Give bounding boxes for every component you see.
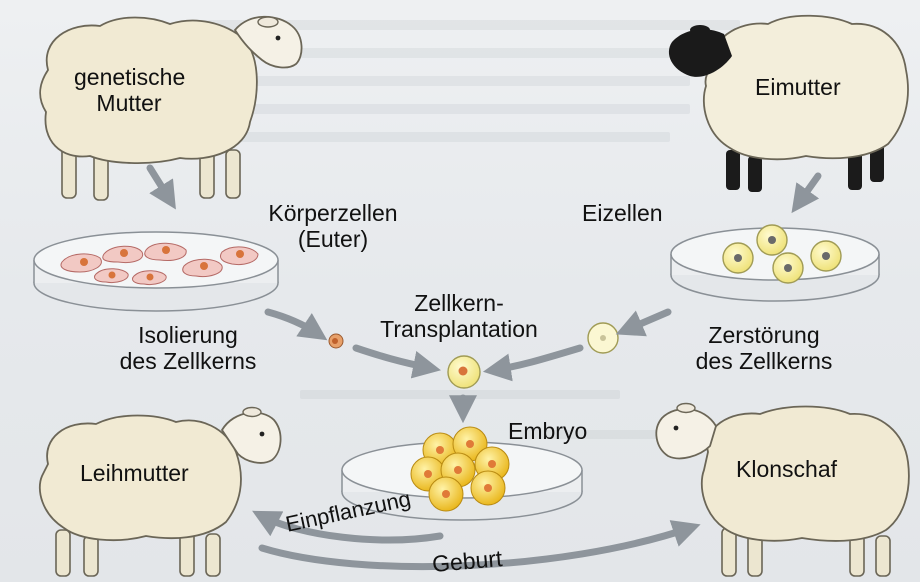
label-nuclear-transfer: Zellkern-Transplantation bbox=[354, 290, 564, 342]
arrow-mother-to-cells bbox=[150, 168, 170, 200]
arrow-eggs-to-enucleated bbox=[626, 312, 668, 330]
sheep-egg-mother-icon bbox=[669, 16, 908, 192]
label-embryo: Embryo bbox=[508, 418, 587, 444]
label-egg-mother: Eimutter bbox=[755, 74, 841, 100]
petri-dish-egg-cells bbox=[671, 225, 879, 301]
label-egg-cells: Eizellen bbox=[582, 200, 663, 226]
sheep-surrogate-icon bbox=[40, 408, 281, 577]
sheep-clone-icon bbox=[656, 404, 909, 577]
arrow-nucleus-to-cell bbox=[356, 348, 430, 368]
label-clone: Klonschaf bbox=[736, 456, 837, 482]
isolated-nucleus bbox=[329, 334, 343, 348]
arrow-eggmother-to-eggs bbox=[798, 176, 818, 204]
label-surrogate: Leihmutter bbox=[80, 460, 189, 486]
arrow-enucleated-to-cell bbox=[494, 348, 580, 370]
label-body-cells: Körperzellen(Euter) bbox=[238, 200, 428, 252]
reconstructed-egg-cell bbox=[448, 356, 480, 388]
enucleated-egg-cell bbox=[588, 323, 618, 353]
